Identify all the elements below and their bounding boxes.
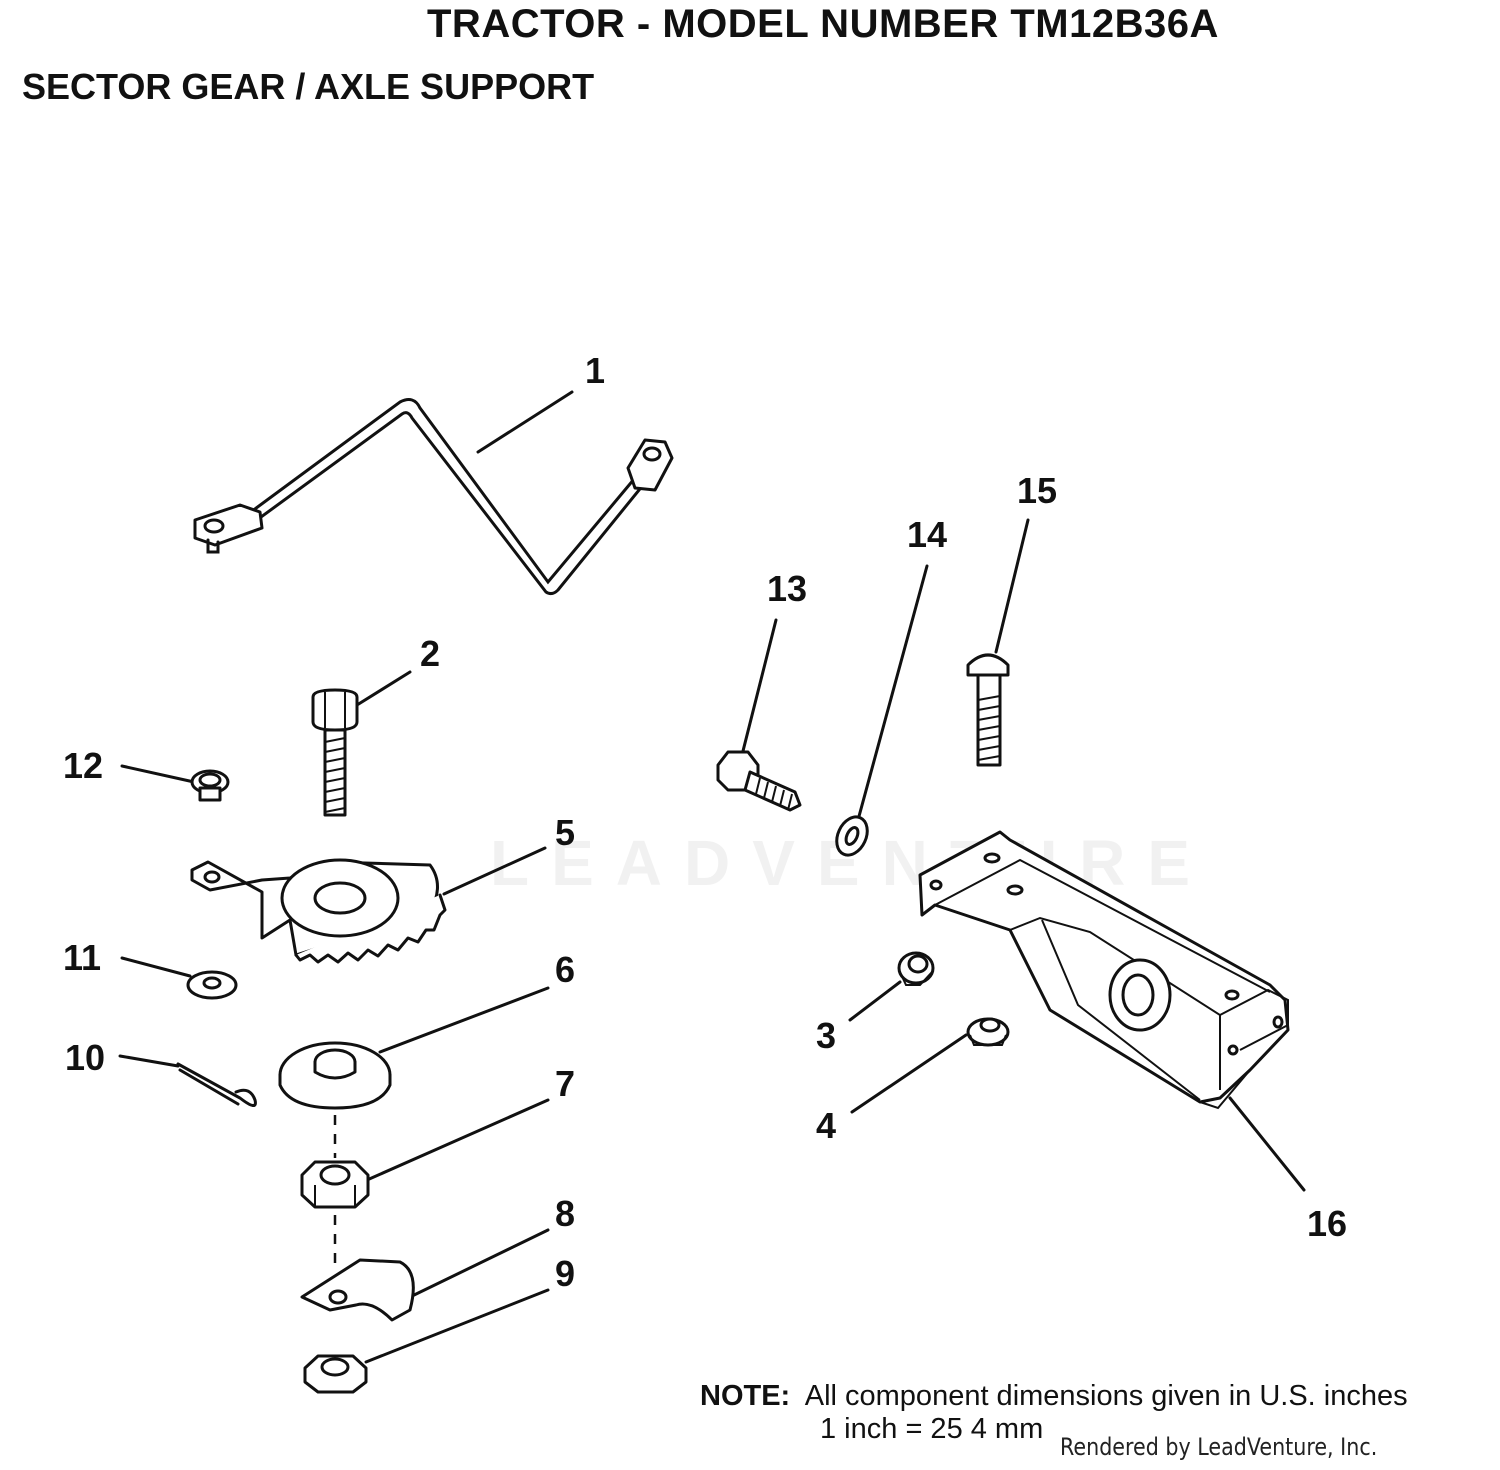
- leader-10: [118, 1054, 180, 1068]
- leader-8: [408, 1228, 550, 1299]
- leader-9: [364, 1288, 550, 1364]
- diagram-title: TRACTOR - MODEL NUMBER TM12B36A: [427, 2, 1219, 46]
- callout-7: 7: [555, 1063, 576, 1104]
- part-10-cotter-pin: [176, 1062, 257, 1107]
- rendered-by-footer: Rendered by LeadVenture, Inc.: [1060, 1433, 1378, 1461]
- part-7-hex-nut: [300, 1160, 370, 1209]
- leader-16: [1228, 1096, 1306, 1192]
- part-9-hex-nut: [303, 1354, 368, 1394]
- part-14-lock-washer: [835, 815, 869, 857]
- callout-2: 2: [420, 633, 441, 674]
- note-line-1: All component dimensions given in U.S. i…: [804, 1380, 1408, 1412]
- note-line-2: 1 inch = 25 4 mm: [820, 1413, 1044, 1446]
- leader-12: [120, 764, 196, 784]
- leader-15: [994, 518, 1030, 654]
- leader-1: [476, 390, 574, 454]
- callout-14: 14: [907, 514, 948, 555]
- diagram-subtitle: SECTOR GEAR / AXLE SUPPORT: [22, 66, 595, 107]
- callout-13: 13: [767, 568, 808, 609]
- callout-3: 3: [816, 1015, 837, 1056]
- leader-11: [120, 956, 192, 978]
- part-16-axle-support: [918, 830, 1290, 1110]
- part-5-sector-gear: [190, 858, 447, 964]
- leader-7: [365, 1098, 550, 1182]
- part-3-hex-nut: [897, 951, 935, 986]
- callout-8: 8: [555, 1193, 576, 1234]
- part-13-hex-bolt: [716, 750, 802, 812]
- part-15-carriage-bolt: [966, 653, 1010, 767]
- dimension-note: NOTE: All component dimensions given in …: [700, 1380, 1408, 1447]
- callout-4: 4: [816, 1105, 837, 1146]
- leader-2: [355, 670, 412, 707]
- leader-lines: [118, 390, 1306, 1364]
- part-4-flange-nut: [966, 1017, 1010, 1047]
- leader-14: [856, 564, 929, 822]
- leader-3: [848, 980, 902, 1022]
- callout-1: 1: [585, 350, 606, 391]
- leader-5: [442, 846, 547, 896]
- callout-11: 11: [63, 937, 102, 978]
- note-label: NOTE:: [700, 1380, 791, 1412]
- callout-10: 10: [65, 1037, 106, 1078]
- callout-12: 12: [63, 745, 104, 786]
- leader-6: [378, 986, 550, 1054]
- callout-9: 9: [555, 1253, 576, 1294]
- part-8-clip: [300, 1258, 415, 1322]
- callout-15: 15: [1017, 470, 1058, 511]
- leader-13: [740, 618, 778, 757]
- part-1-drag-link: [193, 398, 674, 596]
- part-2-hex-bolt: [311, 688, 359, 817]
- callout-6: 6: [555, 949, 576, 990]
- leader-4: [850, 1033, 968, 1114]
- part-11-washer: [186, 970, 238, 1000]
- callout-16: 16: [1307, 1203, 1348, 1244]
- part-6-flat-washer: [278, 1041, 392, 1110]
- callout-5: 5: [555, 812, 576, 853]
- part-12-flange-nut: [190, 769, 230, 802]
